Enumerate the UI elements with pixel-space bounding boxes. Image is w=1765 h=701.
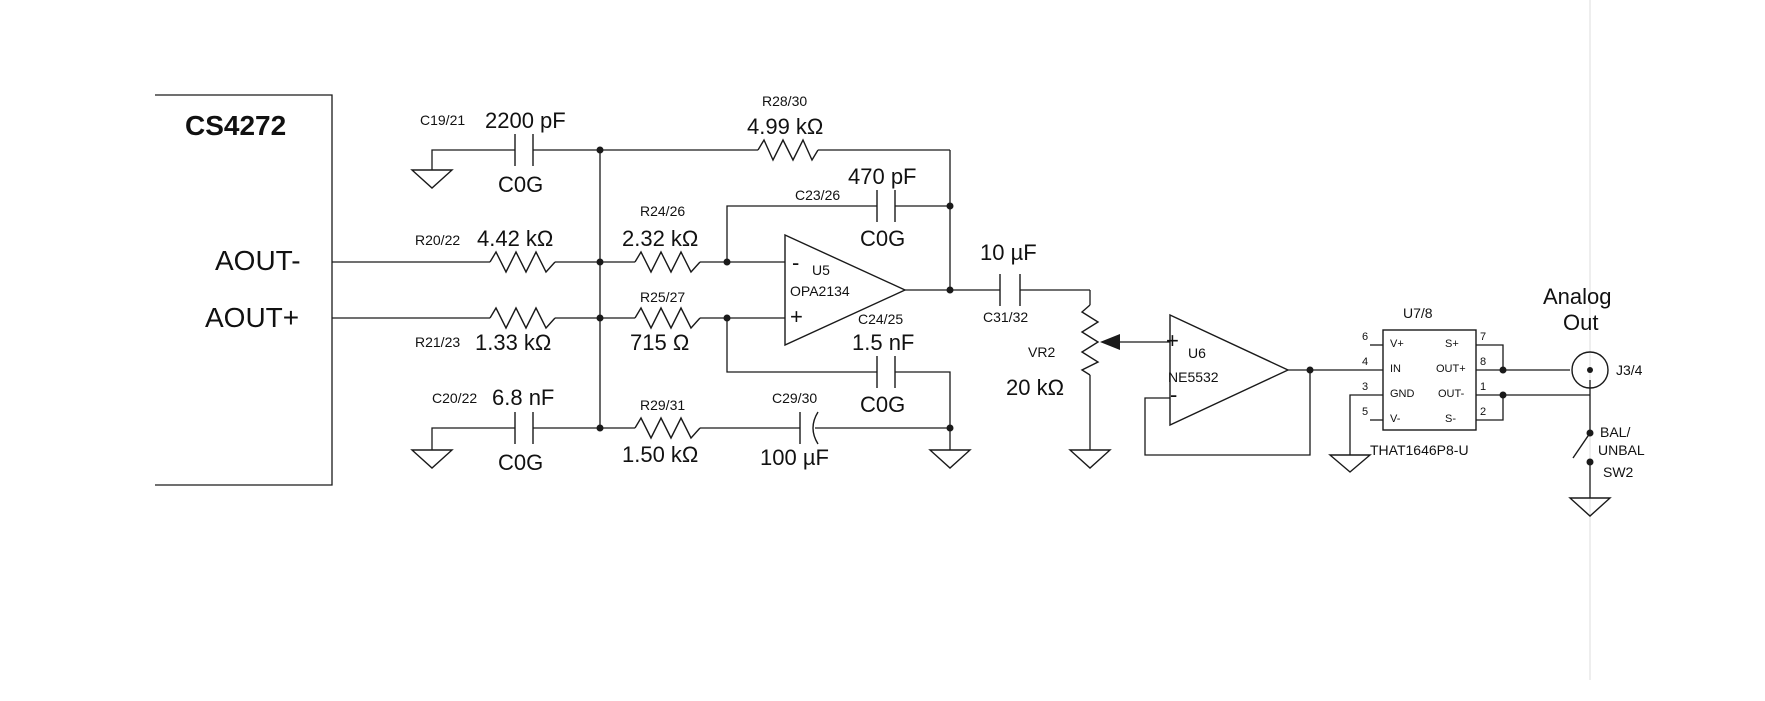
c19-dielectric: C0G (498, 172, 543, 197)
analog-out-title-line1: Analog (1543, 284, 1612, 309)
u7-part: THAT1646P8-U (1370, 442, 1469, 458)
vr2-value: 20 kΩ (1006, 375, 1064, 400)
u6-minus: - (1170, 382, 1177, 407)
output-jack (1571, 351, 1609, 389)
u7-pin-right-name: OUT+ (1436, 363, 1466, 375)
c20-value: 6.8 nF (492, 385, 554, 410)
r20-symbol (489, 250, 556, 274)
c29-value: 100 µF (760, 445, 829, 470)
u7-pin-left-name: V+ (1390, 338, 1404, 350)
c19-ref: C19/21 (420, 112, 465, 128)
u7-pin-right-num: 8 (1480, 356, 1486, 368)
r21-ref: R21/23 (415, 334, 460, 350)
u5-part: OPA2134 (790, 283, 850, 299)
capacitors (514, 134, 1021, 445)
u7-pin-left-num: 4 (1362, 356, 1368, 368)
r25-symbol (634, 306, 701, 330)
c24-dielectric: C0G (860, 392, 905, 417)
c23-dielectric: C0G (860, 226, 905, 251)
ground-c19 (410, 169, 454, 189)
u5-opamp (784, 233, 907, 347)
vr2-wiper-arrow (1100, 334, 1120, 350)
r20-ref: R20/22 (415, 232, 460, 248)
c23-ref: C23/26 (795, 187, 840, 203)
u7-pin-left-name: GND (1390, 388, 1415, 400)
u6-plus: + (1166, 328, 1179, 353)
vr2-ref: VR2 (1028, 344, 1055, 360)
u6-opamp (1169, 313, 1290, 427)
r24-symbol (634, 250, 701, 274)
c20-ref: C20/22 (432, 390, 477, 406)
ground-c20 (410, 449, 454, 469)
r21-symbol (489, 306, 556, 330)
aout-pos-label: AOUT+ (205, 302, 299, 333)
u5-plus: + (790, 304, 803, 329)
sw2-label-line2: UNBAL (1598, 442, 1645, 458)
r29-ref: R29/31 (640, 397, 685, 413)
r28-value: 4.99 kΩ (747, 114, 823, 139)
u7-pin-left-name: IN (1390, 363, 1401, 375)
c24-value: 1.5 nF (852, 330, 914, 355)
c29-plate-b (812, 411, 819, 445)
sw2-ref: SW2 (1603, 464, 1634, 480)
u7-pin-left-num: 5 (1362, 406, 1368, 418)
grounds (410, 169, 1612, 517)
r29-value: 1.50 kΩ (622, 442, 698, 467)
cs4272-block: CS4272 AOUT- AOUT+ (155, 94, 333, 486)
u6-part: NE5532 (1168, 369, 1219, 385)
sw2-label-line1: BAL/ (1600, 424, 1630, 440)
c31-value: 10 µF (980, 240, 1037, 265)
u7-pin-right-name: S- (1445, 413, 1456, 425)
c24-ref: C24/25 (858, 311, 903, 327)
u7-pin-right-name: OUT- (1438, 388, 1465, 400)
r20-value: 4.42 kΩ (477, 226, 553, 251)
ground-u5 (928, 449, 972, 469)
labels: C19/21 2200 pF C0G R28/30 4.99 kΩ C23/26… (415, 93, 1645, 480)
c19-value: 2200 pF (485, 108, 566, 133)
r21-value: 1.33 kΩ (475, 330, 551, 355)
r25-value: 715 Ω (630, 330, 689, 355)
r24-value: 2.32 kΩ (622, 226, 698, 251)
u7-pin-right-name: S+ (1445, 338, 1459, 350)
cs4272-title: CS4272 (185, 110, 286, 141)
aout-neg-label: AOUT- (215, 245, 301, 276)
resistors (489, 138, 1120, 440)
u7-pin-right-num: 7 (1480, 331, 1486, 343)
ground-u7 (1328, 454, 1372, 473)
r24-ref: R24/26 (640, 203, 685, 219)
r28-ref: R28/30 (762, 93, 807, 109)
ground-vr2 (1068, 449, 1112, 469)
u7-pin-right-num: 1 (1480, 381, 1486, 393)
u5-ref: U5 (812, 262, 830, 278)
sw2-switch (1572, 429, 1594, 466)
u7-pin-right-num: 2 (1480, 406, 1486, 418)
c23-value: 470 pF (848, 164, 917, 189)
u7-pin-left-num: 3 (1362, 381, 1368, 393)
u5-minus: - (792, 250, 799, 275)
c29-ref: C29/30 (772, 390, 817, 406)
r25-ref: R25/27 (640, 289, 685, 305)
vr2-symbol (1080, 304, 1100, 376)
u6-ref: U6 (1188, 345, 1206, 361)
ground-sw2 (1568, 497, 1612, 517)
u7-pin-left-num: 6 (1362, 331, 1368, 343)
u7-ref: U7/8 (1403, 305, 1433, 321)
u7-pin-left-name: V- (1390, 413, 1401, 425)
r28-symbol (757, 138, 819, 162)
c31-ref: C31/32 (983, 309, 1028, 325)
that1646-block (1382, 329, 1477, 431)
wires (332, 149, 1591, 498)
jack-ref: J3/4 (1616, 362, 1643, 378)
junctions (596, 146, 1507, 432)
c20-dielectric: C0G (498, 450, 543, 475)
r29-symbol (634, 416, 701, 440)
analog-out-title-line2: Out (1563, 310, 1598, 335)
